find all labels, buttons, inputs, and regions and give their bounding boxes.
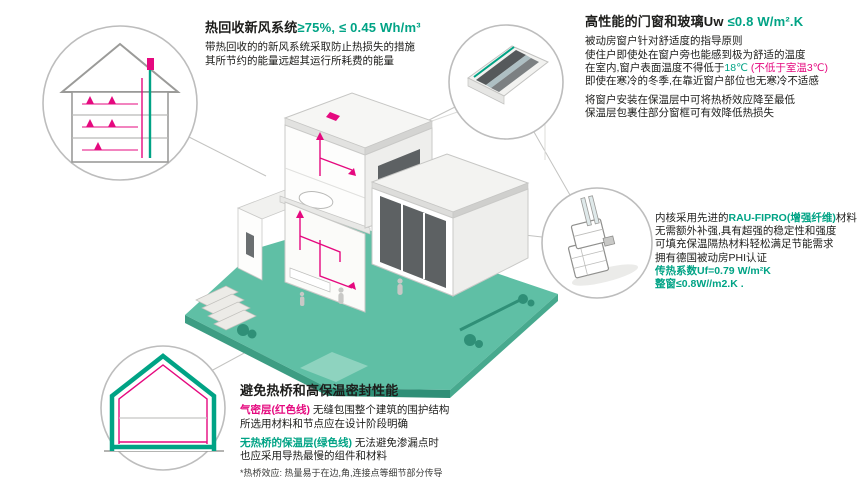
thermal-line3: 无热桥的保温层(绿色线) 无法避免渗漏点时 (240, 437, 580, 450)
ventilation-desc-line1: 带热回收的的新风系统采取防止热损失的措施 (205, 41, 415, 54)
profile-line1-text: 内核采用先进的 (655, 212, 729, 224)
thermal-callout-icon (104, 353, 224, 452)
duct-lines (299, 136, 353, 289)
thermal-line3-text: 无法避免渗漏点时 (352, 436, 439, 449)
window-title-label: 高性能的门窗和玻璃Uw (585, 14, 728, 29)
window-desc-line3: 在室内,窗户表面温度不得低于18℃ (不低于室温3℃) (585, 62, 861, 75)
profile-line1-suffix: 材料 (835, 212, 857, 224)
profile-uf-value: 传热系数Uf=0.79 W/m²K (655, 264, 771, 277)
insulation-layer-label: 无热桥的保温层(绿色线) (240, 436, 352, 449)
upper-interior-cutaway (284, 124, 366, 229)
ventilation-title: 热回收新风系统≥75%, ≤ 0.45 Wh/m³ (205, 20, 475, 36)
window-desc-line3-text: 在室内,窗户表面温度不得低于 (585, 61, 725, 74)
window-detail-callout (448, 24, 564, 140)
person-figure (299, 278, 403, 306)
thermal-line1: 气密层(红色线) 无缝包围整个建筑的围护结构 (240, 404, 580, 417)
thermal-footnote: *热桥效应: 热量易于在边,角,连接点等细节部分传导 (240, 468, 443, 479)
window-desc-line3-temp: 18℃ (724, 61, 748, 74)
ventilation-callout (42, 25, 198, 181)
profile-text-block: 内核采用先进的RAU-FIPRO(增强纤维)材料 无需额外补强,具有超强的稳定性… (655, 212, 863, 291)
ventilation-text-block: 热回收新风系统≥75%, ≤ 0.45 Wh/m³ 带热回收的的新风系统采取防止… (205, 20, 475, 68)
thermal-line2: 所选用材料和节点应在设计阶段明确 (240, 417, 408, 430)
profile-line1-material: RAU-FIPRO(增强纤维) (728, 212, 836, 224)
window-desc-line4: 即使在寒冷的冬季,在靠近窗户部位也无寒冷不适感 (585, 75, 819, 88)
window-title: 高性能的门窗和玻璃Uw ≤0.8 W/m².K (585, 14, 861, 30)
glass-wing (370, 153, 530, 297)
window-detail-callout-icon (467, 45, 549, 105)
window-desc-line5: 将窗户安装在保温层中可将热桥效应降至最低 (585, 94, 795, 107)
duct-arrows (296, 132, 356, 290)
kitchen-counter (289, 267, 331, 293)
window-text-block: 高性能的门窗和玻璃Uw ≤0.8 W/m².K 被动房窗户针对舒适度的指导原则 … (585, 14, 861, 121)
profile-line3: 可填充保温隔热材料轻松满足节能需求 (655, 238, 834, 251)
window-profile-callout (541, 187, 653, 299)
house-3d-illustration (236, 92, 546, 348)
window-desc-line2: 使住户即使处在窗户旁也能感到极为舒适的温度 (585, 48, 806, 61)
terrace-steps (195, 285, 257, 331)
thermal-title: 避免热桥和高保温密封性能 (240, 383, 399, 398)
thermal-line4: 也应采用导热最慢的组件和材料 (240, 450, 387, 463)
thermal-text-block: 避免热桥和高保温密封性能 气密层(红色线) 无缝包围整个建筑的围护结构 所选用材… (240, 383, 580, 480)
ventilation-title-label: 热回收新风系统 (205, 20, 298, 35)
ventilation-callout-icon (59, 42, 181, 163)
window-title-value: ≤0.8 W/m².K (727, 14, 804, 29)
airtight-layer-label: 气密层(红色线) (240, 404, 310, 417)
ventilation-title-value: ≥75%, ≤ 0.45 Wh/m³ (297, 20, 421, 35)
profile-uw-value: 整窗≤0.8W//m2.K . (655, 278, 744, 291)
profile-line2: 无需额外补强,具有超强的稳定性和强度 (655, 225, 837, 238)
thermal-line1-text: 无缝包围整个建筑的围护结构 (310, 404, 450, 417)
thermal-callout (100, 345, 226, 471)
ventilation-desc-line2: 其所节约的能量远超其运行所耗费的能量 (205, 54, 394, 67)
profile-line4: 拥有德国被动房PHI认证 (655, 251, 768, 264)
glass-curtain-wall (380, 196, 446, 288)
lower-interior-cutaway (284, 201, 366, 313)
window-desc-line1: 被动房窗户针对舒适度的指导原则 (585, 35, 743, 48)
window-desc-line6: 保温层包裹住部分窗框可有效降低热损失 (585, 107, 774, 120)
bathtub (298, 191, 334, 209)
window-profile-callout-icon (567, 195, 639, 286)
profile-line1: 内核采用先进的RAU-FIPRO(增强纤维)材料 (655, 212, 863, 225)
bushes (237, 294, 535, 348)
window-desc-line3-note: (不低于室温3℃) (747, 61, 828, 74)
